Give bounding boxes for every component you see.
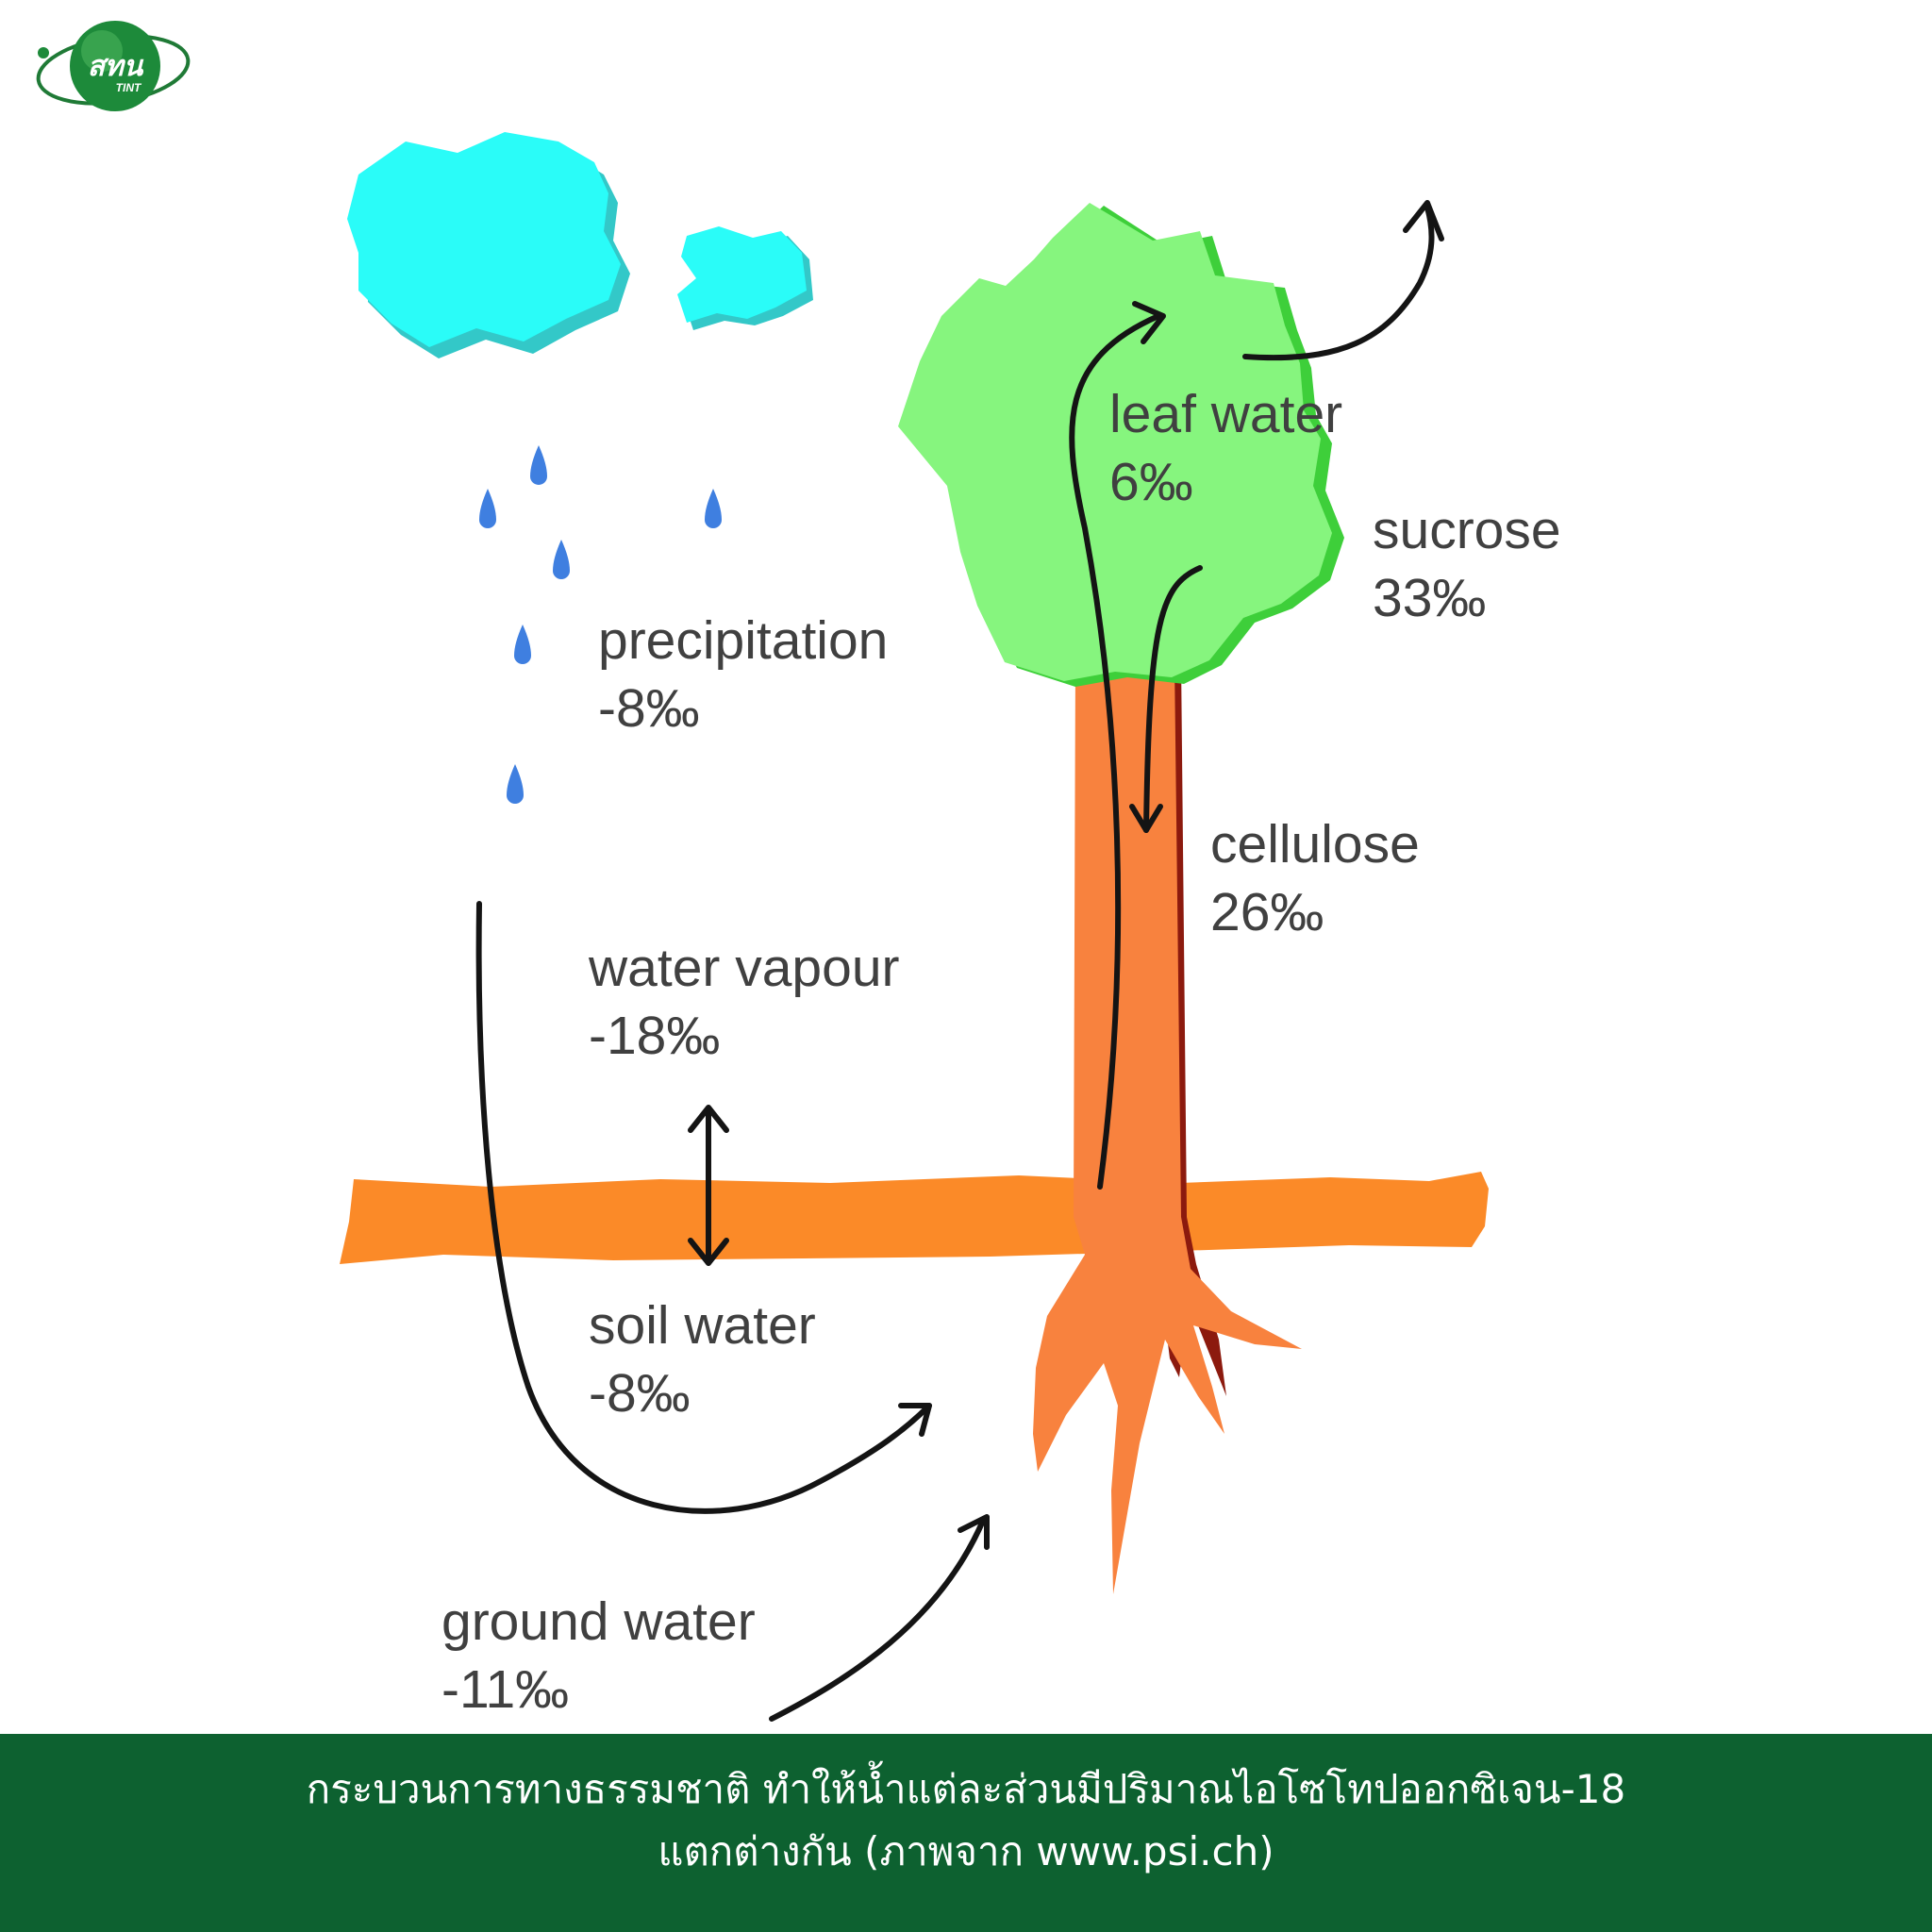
leaf-water-name: leaf water [1109, 384, 1343, 444]
soil-water-value: -8‰ [589, 1363, 691, 1424]
sucrose-value: 33‰ [1373, 568, 1487, 628]
caption-bar: กระบวนการทางธรรมชาติ ทำให้น้ำแต่ละส่วนมี… [0, 1734, 1932, 1932]
sap-up-arrow [1069, 301, 1166, 1190]
sucrose-to-cellulose-arrow [1129, 565, 1203, 833]
leaf-water-value: 6‰ [1109, 452, 1193, 512]
soil-water-name: soil water [589, 1295, 816, 1356]
leaf-transpiration-arrow [1242, 200, 1444, 361]
water-vapour-label: water vapour -18‰ [589, 934, 900, 1070]
raindrops [479, 445, 722, 804]
raindrop [507, 764, 524, 804]
leaf-water-label: leaf water 6‰ [1109, 380, 1342, 516]
water-vapour-name: water vapour [589, 938, 900, 998]
arrows [475, 200, 1444, 1722]
soil-layer [340, 1172, 1489, 1264]
tint-logo: สทน TINT [36, 21, 191, 111]
precipitation-label: precipitation -8‰ [598, 607, 888, 742]
caption-line-1: กระบวนการทางธรรมชาติ ทำให้น้ำแต่ละส่วนมี… [306, 1766, 1626, 1812]
ground-water-name: ground water [441, 1591, 756, 1652]
cellulose-label: cellulose 26‰ [1210, 810, 1420, 946]
logo-subtext: TINT [116, 81, 142, 94]
cellulose-value: 26‰ [1210, 882, 1324, 942]
raindrop [514, 625, 531, 664]
ground-water-label: ground water -11‰ [441, 1588, 756, 1724]
precipitation-name: precipitation [598, 610, 889, 671]
large-cloud [347, 132, 630, 358]
small-cloud [677, 226, 813, 330]
precipitation-value: -8‰ [598, 678, 700, 739]
water-vapour-value: -18‰ [589, 1006, 721, 1066]
precipitation-to-soil-arrow [475, 901, 932, 1514]
caption-line-2: แตกต่างกัน (ภาพจาก www.psi.ch) [658, 1828, 1274, 1874]
ground-water-value: -11‰ [441, 1659, 570, 1720]
sucrose-label: sucrose 33‰ [1373, 496, 1561, 632]
soil-water-label: soil water -8‰ [589, 1291, 816, 1427]
cellulose-name: cellulose [1210, 814, 1420, 874]
raindrop [705, 489, 722, 528]
logo-text: สทน [88, 50, 144, 83]
raindrop [479, 489, 496, 528]
raindrop [530, 445, 547, 485]
vapour-soil-double-arrow [688, 1105, 729, 1266]
groundwater-to-root-arrow [769, 1514, 990, 1722]
sucrose-name: sucrose [1373, 500, 1561, 560]
raindrop [553, 540, 570, 579]
